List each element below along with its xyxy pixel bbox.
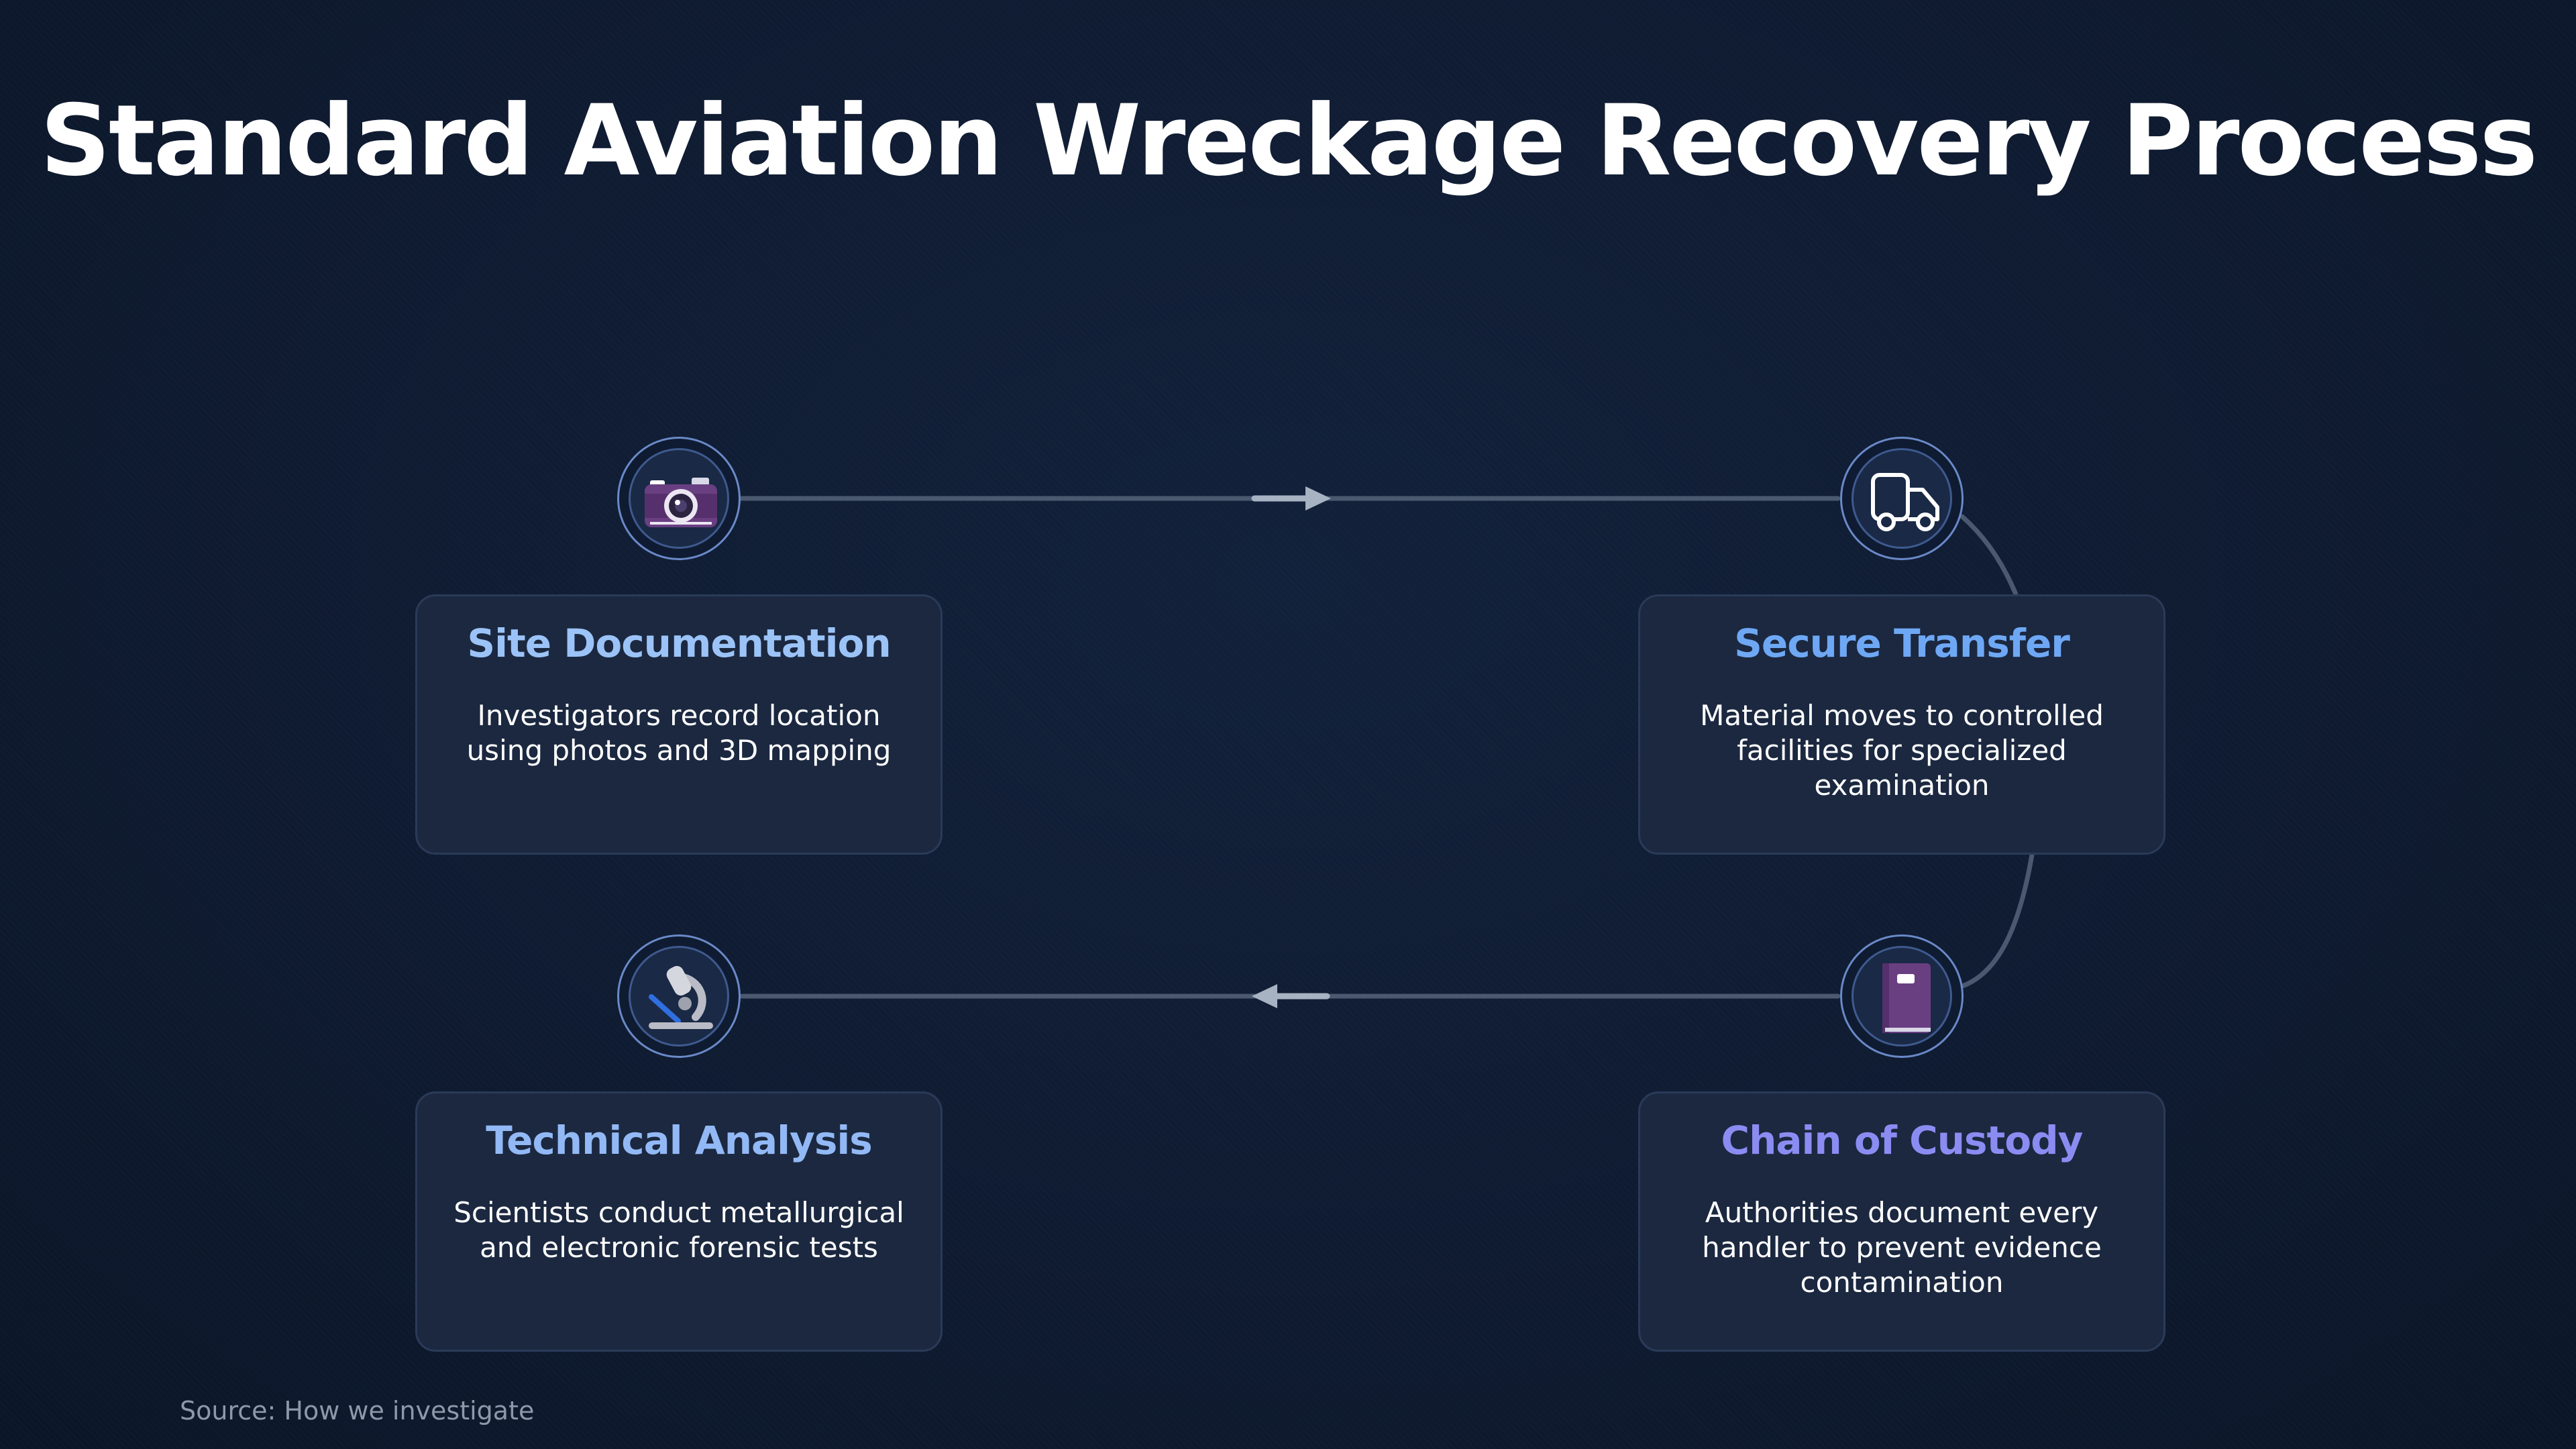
camera-icon-badge [617, 437, 741, 560]
step-card-secure-transfer: Secure Transfer Material moves to contro… [1638, 594, 2165, 855]
step-card-site-documentation: Site Documentation Investigators record … [415, 594, 943, 855]
microscope-icon-badge [617, 934, 741, 1058]
step-card-chain-of-custody: Chain of Custody Authorities document ev… [1638, 1091, 2165, 1352]
arrow-right-icon [1251, 486, 1331, 511]
page-title: Standard Aviation Wreckage Recovery Proc… [40, 84, 2538, 198]
step-title: Technical Analysis [486, 1118, 873, 1163]
camera-icon [645, 478, 717, 527]
step-description: Authorities document every handler to pr… [1702, 1196, 2102, 1299]
step-description: Investigators record location using phot… [466, 699, 892, 767]
step-description: Material moves to controlled facilities … [1700, 699, 2104, 802]
truck-icon-badge [1840, 437, 1964, 560]
notebook-icon [1882, 963, 1931, 1033]
step-card-technical-analysis: Technical Analysis Scientists conduct me… [415, 1091, 943, 1352]
truck-icon [1871, 473, 1939, 531]
source-note: Source: How we investigate [180, 1396, 535, 1426]
step-title: Secure Transfer [1734, 621, 2070, 666]
notebook-icon-badge [1840, 934, 1964, 1058]
step-title: Chain of Custody [1721, 1118, 2084, 1163]
microscope-icon [649, 965, 713, 1029]
arrow-left-icon [1252, 984, 1330, 1008]
step-description: Scientists conduct metallurgical and ele… [453, 1196, 904, 1264]
step-title: Site Documentation [467, 621, 891, 666]
